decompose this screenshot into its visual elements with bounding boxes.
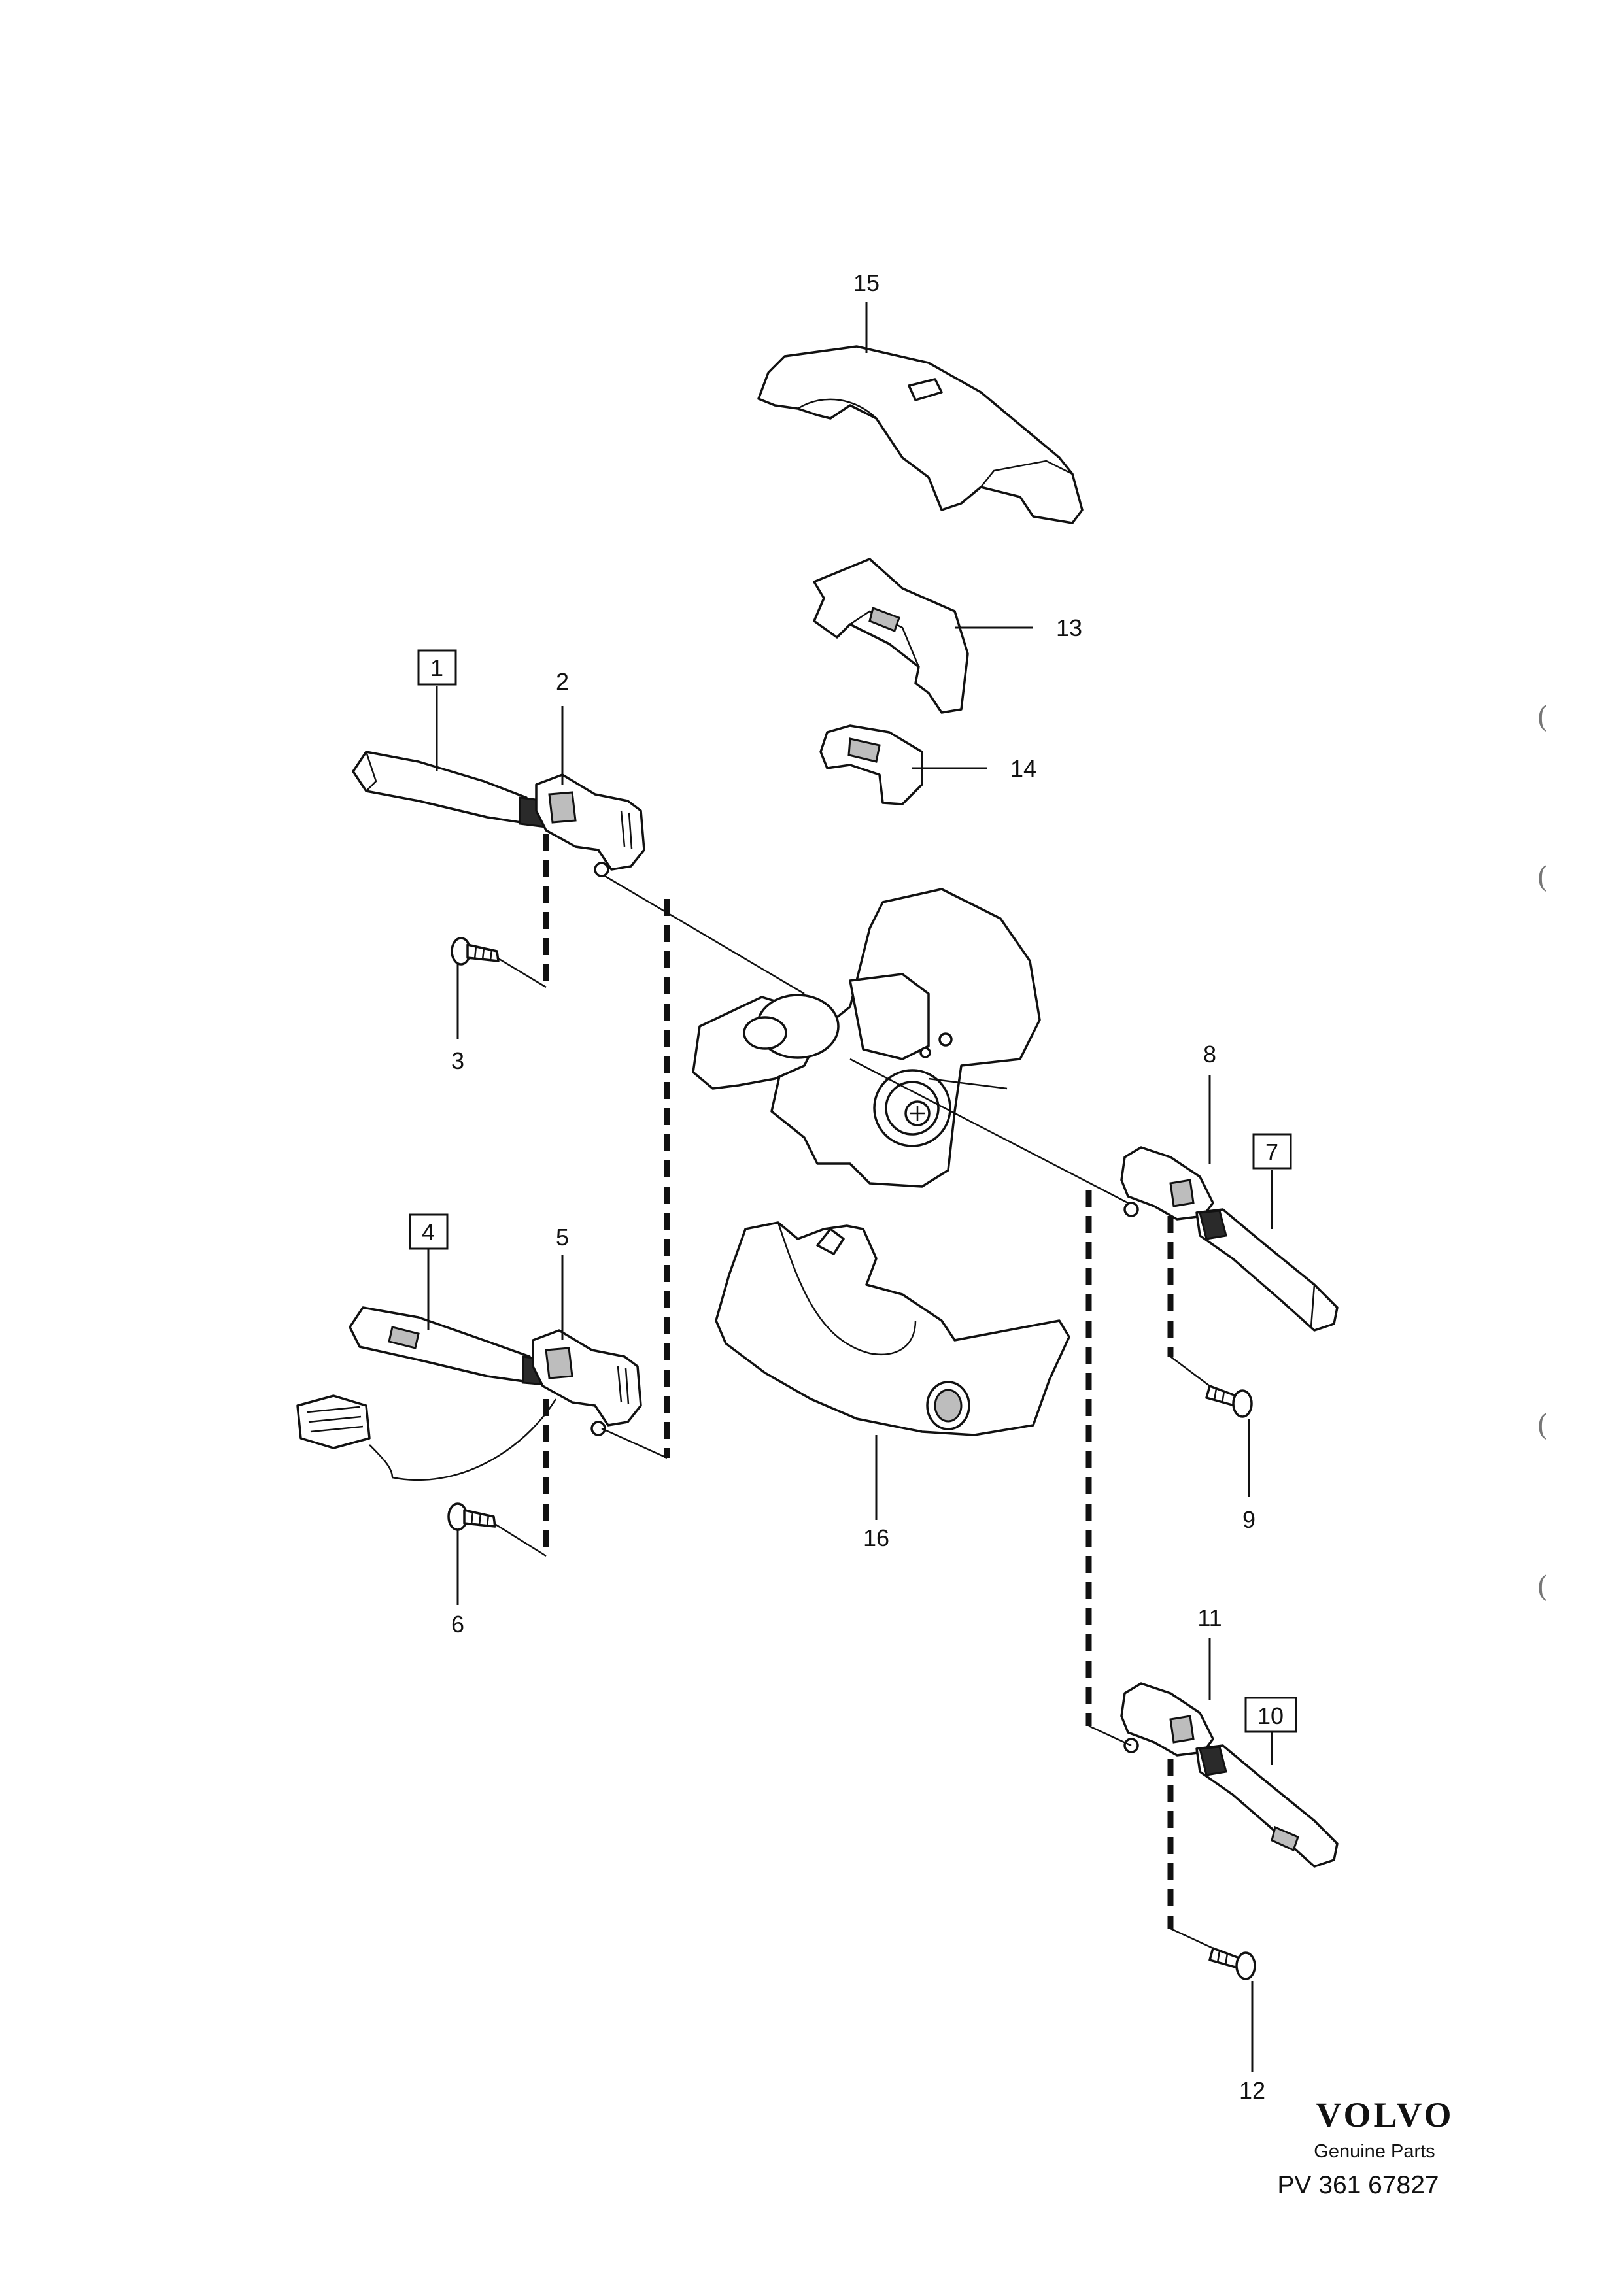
left-upper-switch-part xyxy=(535,773,645,877)
callout-label-14: 14 xyxy=(1010,755,1036,782)
right-upper-switch-part xyxy=(1120,1146,1214,1221)
callout-label-7: 7 xyxy=(1265,1139,1278,1166)
wiring-connector-part xyxy=(296,1394,557,1481)
svg-text:(: ( xyxy=(1537,861,1548,894)
brand-logo: VOLVO xyxy=(1316,2095,1454,2135)
callout-box-4 xyxy=(409,1213,449,1250)
svg-text:(: ( xyxy=(1537,1570,1548,1604)
diagram-reference-number: PV 361 67827 xyxy=(1277,2171,1439,2199)
screw-9-part xyxy=(1205,1385,1253,1418)
callout-label-8: 8 xyxy=(1203,1041,1216,1068)
screw-12-part xyxy=(1208,1947,1256,1980)
left-lower-stalk-lever-part xyxy=(349,1306,547,1386)
upper-column-cover-part xyxy=(757,345,1084,524)
callout-box-7 xyxy=(1252,1133,1292,1170)
callout-label-2: 2 xyxy=(556,668,569,695)
screw-6-part xyxy=(447,1502,496,1531)
callout-label-4: 4 xyxy=(422,1219,435,1245)
small-cover-clip-part xyxy=(819,724,923,805)
callout-label-9: 9 xyxy=(1242,1506,1256,1533)
screw-3-part xyxy=(451,937,500,966)
callout-label-10: 10 xyxy=(1257,1702,1284,1729)
right-upper-stalk-lever-part xyxy=(1195,1208,1339,1332)
callout-label-13: 13 xyxy=(1056,615,1082,641)
callout-label-1: 1 xyxy=(430,654,443,681)
assembly-dashed-lines xyxy=(543,834,1174,1929)
lower-column-cover-part xyxy=(715,1221,1070,1436)
right-lower-stalk-lever-part xyxy=(1195,1744,1339,1868)
svg-text:(: ( xyxy=(1537,701,1548,734)
brand-footer: VOLVO Genuine Parts PV 361 67827 xyxy=(1277,2095,1454,2199)
binder-marks: ( ( ( ( xyxy=(1537,701,1548,1604)
callout-label-15: 15 xyxy=(853,269,880,296)
right-lower-switch-part xyxy=(1120,1682,1214,1757)
callout-label-12: 12 xyxy=(1239,2077,1265,2104)
steering-column-lock-part xyxy=(692,888,1041,1188)
callout-box-10 xyxy=(1244,1697,1297,1733)
leader-lines xyxy=(427,302,1273,2072)
callout-box-1 xyxy=(417,649,457,686)
callout-label-11: 11 xyxy=(1197,1604,1222,1631)
svg-text:(: ( xyxy=(1537,1409,1548,1442)
column-cover-bracket-part xyxy=(813,558,969,714)
callout-label-5: 5 xyxy=(556,1224,569,1251)
brand-tagline: Genuine Parts xyxy=(1314,2141,1435,2162)
alignment-lines xyxy=(493,875,1214,1950)
callout-label-16: 16 xyxy=(863,1525,889,1551)
callout-label-6: 6 xyxy=(451,1611,464,1638)
left-upper-stalk-lever-part xyxy=(352,751,547,828)
callout-label-3: 3 xyxy=(451,1047,464,1074)
left-lower-switch-part xyxy=(532,1329,642,1436)
